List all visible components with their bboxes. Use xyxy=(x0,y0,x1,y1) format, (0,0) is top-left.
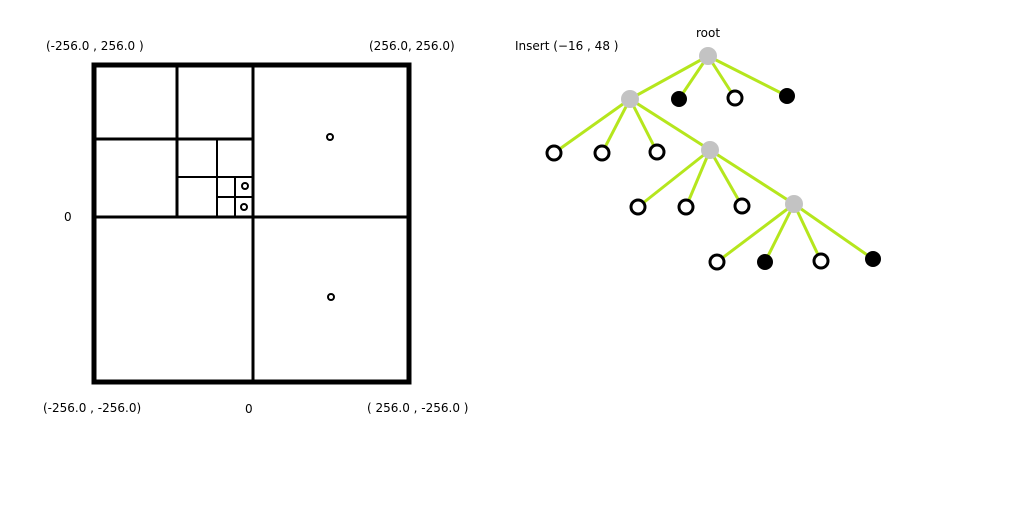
tree-leaf-empty xyxy=(677,198,695,216)
tree-edges xyxy=(553,54,874,264)
tree-root-node xyxy=(699,47,717,65)
tree-leaf-filled xyxy=(671,91,687,107)
tree-nodes xyxy=(545,47,881,271)
tree-leaf-empty xyxy=(593,144,611,162)
tree-leaf-empty xyxy=(629,198,647,216)
quadtree-points xyxy=(240,133,335,301)
tree-leaf-empty xyxy=(812,252,830,270)
insert-label: Insert (−16 , 48 ) xyxy=(515,39,619,53)
label-bottom-axis-zero: 0 xyxy=(245,402,253,416)
label-bottom-right-corner: ( 256.0 , -256.0 ) xyxy=(367,401,469,415)
point-top-right-quadrant xyxy=(326,133,334,141)
label-top-right-corner: (256.0, 256.0) xyxy=(369,39,455,53)
tree-internal-node-level2 xyxy=(701,141,719,159)
root-label: root xyxy=(696,26,721,40)
tree-internal-node-level1 xyxy=(621,90,639,108)
label-left-axis-zero: 0 xyxy=(64,210,72,224)
tree-leaf-filled xyxy=(757,254,773,270)
label-top-left-corner: (-256.0 , 256.0 ) xyxy=(46,39,144,53)
tree-leaf-empty xyxy=(545,144,563,162)
point-inserted-lower xyxy=(240,203,248,211)
point-bottom-right-quadrant xyxy=(327,293,335,301)
tree-leaf-empty xyxy=(648,143,666,161)
tree-leaf-filled xyxy=(865,251,881,267)
tree-leaf-empty xyxy=(708,253,726,271)
tree-leaf-empty xyxy=(726,89,744,107)
tree-leaf-filled xyxy=(779,88,795,104)
quadtree-grid xyxy=(91,62,412,385)
point-inserted-upper xyxy=(241,182,249,190)
tree-internal-node-level3 xyxy=(785,195,803,213)
tree-leaf-empty xyxy=(733,197,751,215)
label-bottom-left-corner: (-256.0 , -256.0) xyxy=(43,401,142,415)
